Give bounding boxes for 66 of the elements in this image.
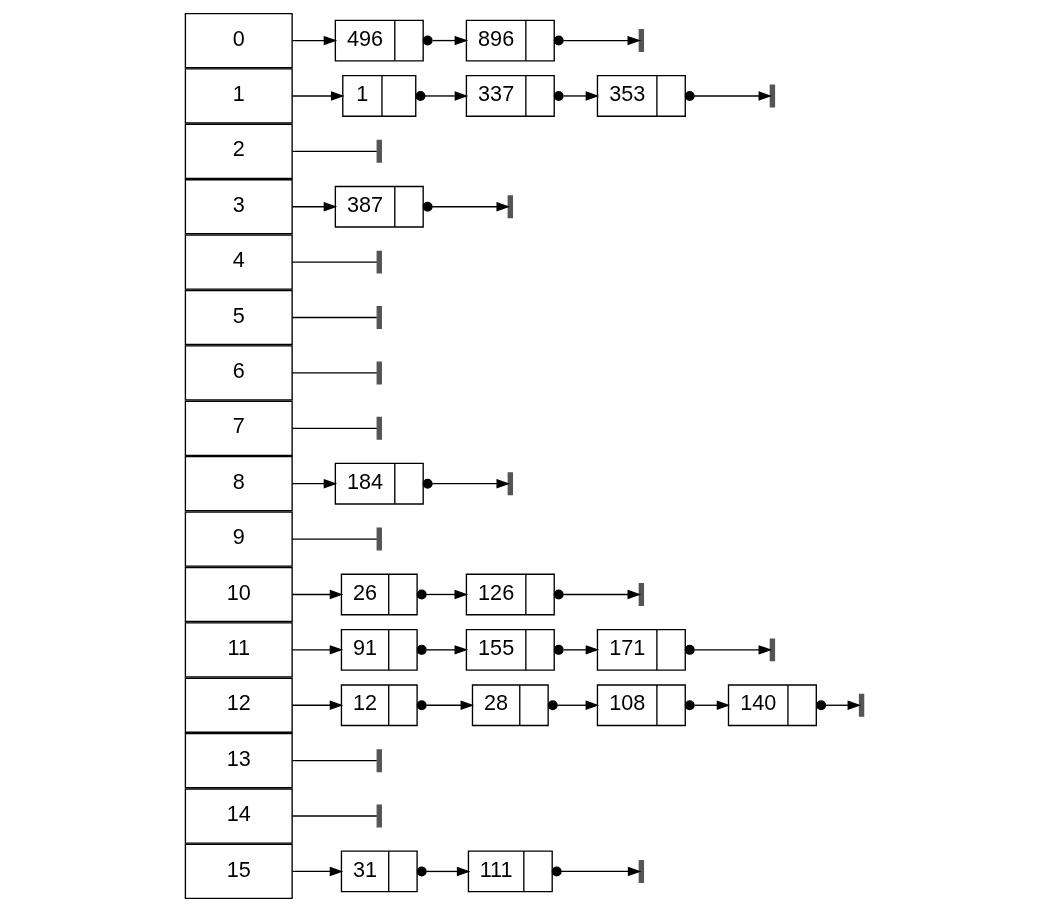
arrow xyxy=(416,644,468,655)
node-box: 8 xyxy=(184,456,293,512)
node-bar xyxy=(376,250,382,274)
node-box: 12 xyxy=(184,677,293,733)
arrow xyxy=(416,589,468,600)
connector xyxy=(291,427,377,429)
connector xyxy=(291,316,377,319)
connector xyxy=(291,372,377,374)
node-bar xyxy=(638,29,644,53)
node-bar xyxy=(376,361,382,385)
arrow xyxy=(684,644,772,655)
node-bar xyxy=(769,638,775,662)
connector xyxy=(291,150,377,153)
arrow xyxy=(291,589,343,600)
node-box: 14 xyxy=(184,788,293,844)
arrow xyxy=(553,589,641,600)
arrow xyxy=(553,35,641,46)
arrow xyxy=(291,202,337,212)
arrow xyxy=(414,90,468,101)
arrow xyxy=(553,90,599,101)
node-box: 1 xyxy=(184,68,293,124)
node-box: 4 xyxy=(184,234,293,290)
arrow xyxy=(553,644,599,655)
arrow xyxy=(291,91,344,101)
arrow xyxy=(551,866,641,877)
arrow xyxy=(422,478,510,489)
arrow xyxy=(684,90,772,101)
node-bar xyxy=(858,693,864,717)
node-bar xyxy=(638,859,644,883)
node-box: 0 xyxy=(184,12,293,69)
node-bar xyxy=(507,472,513,496)
node-box: 7 xyxy=(184,400,293,456)
node-box: 5 xyxy=(184,289,293,346)
node-box: 6 xyxy=(184,345,293,401)
node-bar xyxy=(769,84,775,108)
arrow xyxy=(291,478,337,489)
node-bar xyxy=(376,139,382,163)
arrow xyxy=(416,700,474,711)
connector xyxy=(291,815,377,817)
arrow xyxy=(291,645,343,655)
node-bar xyxy=(376,416,382,440)
arrow xyxy=(416,866,470,877)
node-bar xyxy=(638,583,644,606)
node-box: 3 xyxy=(184,179,293,235)
node-box: 15 xyxy=(184,843,293,900)
arrow xyxy=(422,35,468,46)
node-bar xyxy=(376,306,382,329)
node-box: 13 xyxy=(184,732,293,789)
node-box: 9 xyxy=(184,511,293,567)
connector xyxy=(291,759,377,762)
connector xyxy=(291,261,377,263)
node-bar xyxy=(507,195,513,219)
node-box: 2 xyxy=(184,123,293,180)
arrow xyxy=(684,700,730,711)
node-bar xyxy=(376,804,382,828)
node-box: 11 xyxy=(184,622,293,678)
arrow xyxy=(291,700,343,710)
arrow xyxy=(547,700,599,711)
arrow xyxy=(422,201,510,212)
node-bar xyxy=(376,749,382,773)
node-bar xyxy=(376,527,382,551)
arrow xyxy=(815,700,861,711)
arrow xyxy=(291,866,343,877)
arrow xyxy=(291,35,337,46)
node-box: 10 xyxy=(184,566,293,623)
connector xyxy=(291,538,377,540)
